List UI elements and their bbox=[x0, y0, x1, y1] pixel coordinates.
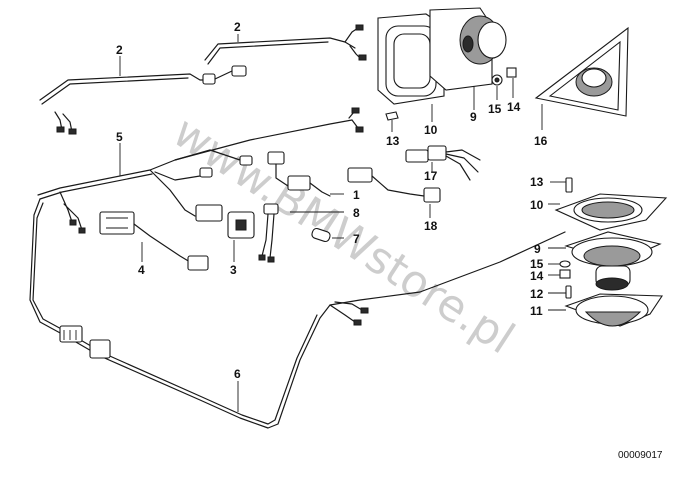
part-18-connector-lead bbox=[347, 167, 441, 218]
callout-11: 11 bbox=[530, 304, 543, 318]
callout-13-top: 13 bbox=[386, 134, 400, 148]
callout-13-right: 13 bbox=[530, 175, 544, 189]
wire-harness-5 bbox=[37, 107, 364, 234]
speaker-assembly-right bbox=[548, 177, 668, 327]
part-4-connector-cable bbox=[99, 211, 209, 271]
callout-10-right: 10 bbox=[530, 198, 544, 212]
callout-12: 12 bbox=[530, 287, 544, 301]
part-3-relay bbox=[227, 211, 255, 262]
callout-15-top: 15 bbox=[488, 102, 502, 116]
wire-harness-2-top bbox=[204, 24, 367, 65]
part-1-connector bbox=[267, 151, 344, 197]
callout-labels: 1 2 2 3 4 5 6 7 8 9 9 10 10 11 12 13 13 … bbox=[116, 20, 548, 381]
callout-6: 6 bbox=[234, 367, 241, 381]
callout-7: 7 bbox=[353, 232, 360, 246]
callout-4: 4 bbox=[138, 263, 145, 277]
callout-16: 16 bbox=[534, 134, 548, 148]
callout-1: 1 bbox=[353, 188, 360, 202]
callout-14-right: 14 bbox=[530, 269, 544, 283]
callout-2-top: 2 bbox=[234, 20, 241, 34]
callout-10-top: 10 bbox=[424, 123, 438, 137]
callout-3: 3 bbox=[230, 263, 237, 277]
callout-14-top: 14 bbox=[507, 100, 521, 114]
speaker-assembly-top bbox=[377, 7, 517, 132]
watermark-text: www.BMWstore.pl bbox=[164, 106, 523, 364]
part-17-connector-lead bbox=[405, 145, 481, 181]
callout-17: 17 bbox=[424, 169, 438, 183]
callout-5: 5 bbox=[116, 130, 123, 144]
part-16-tweeter-cover bbox=[534, 26, 629, 130]
callout-18: 18 bbox=[424, 219, 438, 233]
callout-15-right: 15 bbox=[530, 257, 544, 271]
wire-harness-6 bbox=[29, 198, 566, 429]
callout-2-left: 2 bbox=[116, 43, 123, 57]
part-8-plug bbox=[258, 203, 344, 263]
callout-9-right: 9 bbox=[534, 242, 541, 256]
document-number: 00009017 bbox=[618, 450, 663, 461]
wire-harness-2-left bbox=[39, 56, 247, 135]
part-7-fuse-holder bbox=[311, 227, 344, 243]
callout-9-top: 9 bbox=[470, 110, 477, 124]
callout-8: 8 bbox=[353, 206, 360, 220]
